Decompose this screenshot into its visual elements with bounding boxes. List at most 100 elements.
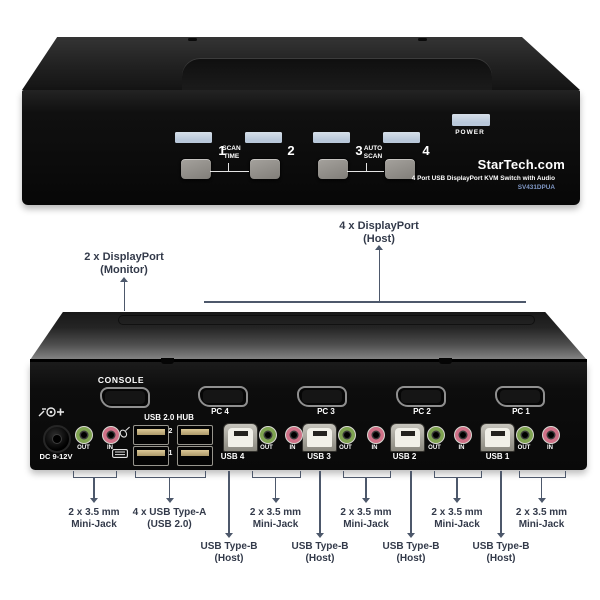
monitor-callout-line [123,282,125,311]
console-displayport [100,387,150,408]
lid-screw-nub [188,38,197,41]
bracket-pc4-minijack [252,471,301,478]
host-callout-vline [378,250,380,302]
scan-time-label: SCAN TIME [206,145,257,160]
usb-b-port-1 [480,423,515,452]
scan-time-link-line [210,171,249,172]
dc-voltage-label: DC 9-12V [39,452,73,461]
power-label: POWER [455,129,485,136]
callout-line2: (Host) [396,552,426,564]
host-callout-arrow [375,245,383,250]
monitor-ports-callout: 2 x DisplayPort (Monitor) [64,251,184,276]
usb1-typeb-callout: USB Type-B (Host) [451,541,551,564]
pc2-displayport [396,386,446,407]
callout-line1: 2 x 3.5 mm [515,507,568,518]
bracket-arrow [271,498,280,503]
chassis-seam [30,359,587,363]
monitor-callout-line1: 2 x DisplayPort [84,251,164,263]
hub-port-2-number: 2 [168,428,173,435]
callout-line1: 4 x USB Type-A [132,507,207,518]
monitor-callout-arrow [120,277,128,282]
bracket-console-minijack [73,471,117,478]
bracket-stem [365,477,367,498]
scan-time-line2: TIME [223,152,240,160]
usb3-typeb-callout: USB Type-B (Host) [270,541,370,564]
callout-line2: Mini-Jack [252,518,299,530]
callout-line2: (Host) [305,552,335,564]
model-number: SV431DPUA [517,184,555,191]
console-out-label: OUT [77,445,90,451]
usb2-typeb-callout: USB Type-B (Host) [361,541,461,564]
callout-line1: USB Type-B [200,541,258,552]
lid-latch-mark [439,358,452,364]
pc3-displayport [297,386,347,407]
keyboard-icon [112,449,128,458]
power-led [452,114,490,126]
bracket-stem [93,477,95,498]
port-3-led [313,132,350,143]
port-2-button [249,158,281,180]
usb-3-label: USB 3 [307,452,331,461]
usb-b-port-4 [223,423,258,452]
usb-b-port-3 [302,423,337,452]
pc4-minijack-callout: 2 x 3.5 mm Mini-Jack [226,507,326,530]
bracket-arrow [537,498,546,503]
bracket-stem [168,477,171,498]
usb-b-callout-arrow [316,533,324,538]
pc3-out-label: OUT [339,445,352,451]
dc-polarity-icon [38,405,66,419]
auto-scan-label: AUTO SCAN [348,145,398,160]
pc2-minijack-callout: 2 x 3.5 mm Mini-Jack [407,507,507,530]
callout-line2: (USB 2.0) [147,518,192,530]
port-1-led [175,132,212,143]
callout-line2: Mini-Jack [71,518,117,530]
console-label: CONSOLE [97,375,145,385]
usb-hub-label: USB 2.0 HUB [144,413,194,422]
console-audio-in-jack [102,425,120,444]
usb-hub-callout: 4 x USB Type-A (USB 2.0) [120,507,220,530]
pc4-label: PC 4 [211,407,229,416]
bracket-pc3-minijack [343,471,391,478]
pc1-displayport [495,386,545,407]
kvm-switch-back-view: CONSOLE PC 4 PC 3 PC 2 PC 1 DC 9-12V OUT… [30,312,587,470]
bracket-usb-hub [135,471,206,478]
port-2-number: 2 [287,143,295,158]
pc1-in-label: IN [547,445,553,451]
auto-scan-line1: AUTO [363,145,383,152]
pc4-in-label: IN [289,445,296,451]
kvm-switch-front-view: POWER 1 2 3 4 SCAN TIME AUTO SCAN StarTe… [22,37,580,205]
port-3-number: 3 [355,143,363,158]
port-4-number: 4 [422,143,430,158]
bracket-stem [456,477,458,498]
host-callout-line1: 4 x DisplayPort [339,220,419,232]
pc3-label: PC 3 [317,407,335,416]
lid-screw-nub [418,38,427,41]
front-panel [22,90,580,205]
port-2-led [245,132,282,143]
bracket-stem [274,477,277,498]
pc1-audio-in-jack [542,426,560,444]
callout-line1: USB Type-B [382,541,440,552]
pc4-out-label: OUT [260,445,273,451]
pc4-displayport [198,386,248,407]
usb-a-port-2a [133,425,169,445]
callout-line2: Mini-Jack [343,518,389,530]
bracket-pc2-minijack [434,471,482,478]
auto-scan-tick [366,163,367,171]
console-audio-out-jack [75,425,93,444]
host-callout-hline [204,301,526,303]
bracket-stem [540,477,543,498]
bracket-arrow [90,498,98,503]
callout-line1: 2 x 3.5 mm [249,507,302,518]
usb-b-callout-arrow [497,533,505,538]
port-4-button [384,158,416,180]
pc2-audio-in-jack [453,426,472,444]
back-lid-groove [118,315,535,325]
usb-b-callout-line [410,471,412,533]
callout-line2: Mini-Jack [518,518,565,530]
usb-b-callout-line [500,471,502,533]
callout-line1: 2 x 3.5 mm [431,507,483,518]
callout-line1: 2 x 3.5 mm [68,507,120,518]
lid-groove [182,58,492,90]
front-top-lid [22,37,580,90]
